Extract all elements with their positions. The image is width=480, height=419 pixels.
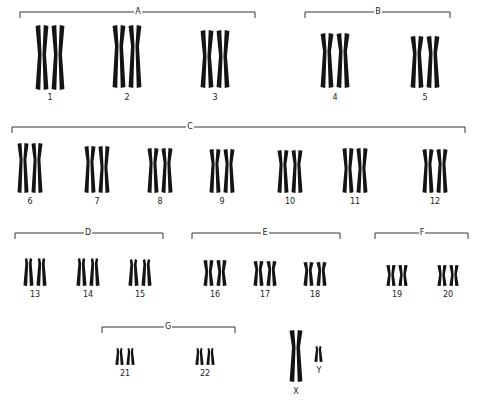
- chromosome-number: 12: [429, 197, 441, 206]
- chromosome-number: 2: [123, 93, 130, 102]
- group-label: G: [164, 322, 172, 331]
- chromosome-number: X: [292, 387, 299, 396]
- chromosome-number: 6: [26, 197, 33, 206]
- chromosome-number: 1: [46, 93, 53, 102]
- chromosome-number: 16: [209, 290, 221, 299]
- chromosome-number: 20: [442, 290, 454, 299]
- chromosomes: [18, 25, 459, 382]
- chromosome-number: 5: [421, 93, 428, 102]
- chromosome-number: 22: [199, 369, 211, 378]
- chromosome-number: 9: [218, 197, 225, 206]
- chromosome-number: 11: [349, 197, 361, 206]
- chromosome-number: Y: [316, 366, 323, 375]
- chromosome-number: 18: [309, 290, 321, 299]
- group-label: C: [186, 122, 194, 131]
- chromosome-number: 21: [119, 369, 131, 378]
- chromosome-number: 17: [259, 290, 271, 299]
- chromosome-number: 8: [156, 197, 163, 206]
- chromosome-number: 13: [29, 290, 41, 299]
- chromosome-number: 15: [134, 290, 146, 299]
- chromosome-number: 3: [211, 93, 218, 102]
- group-label: B: [374, 7, 382, 16]
- chromosome-number: 10: [284, 197, 296, 206]
- chromosome-number: 4: [331, 93, 338, 102]
- group-label: F: [419, 228, 426, 237]
- group-brackets: [12, 12, 468, 333]
- group-label: E: [261, 228, 268, 237]
- chromosome-number: 14: [82, 290, 94, 299]
- chromosome-number: 19: [391, 290, 403, 299]
- group-label: D: [84, 228, 92, 237]
- group-label: A: [134, 7, 141, 16]
- chromosome-number: 7: [93, 197, 100, 206]
